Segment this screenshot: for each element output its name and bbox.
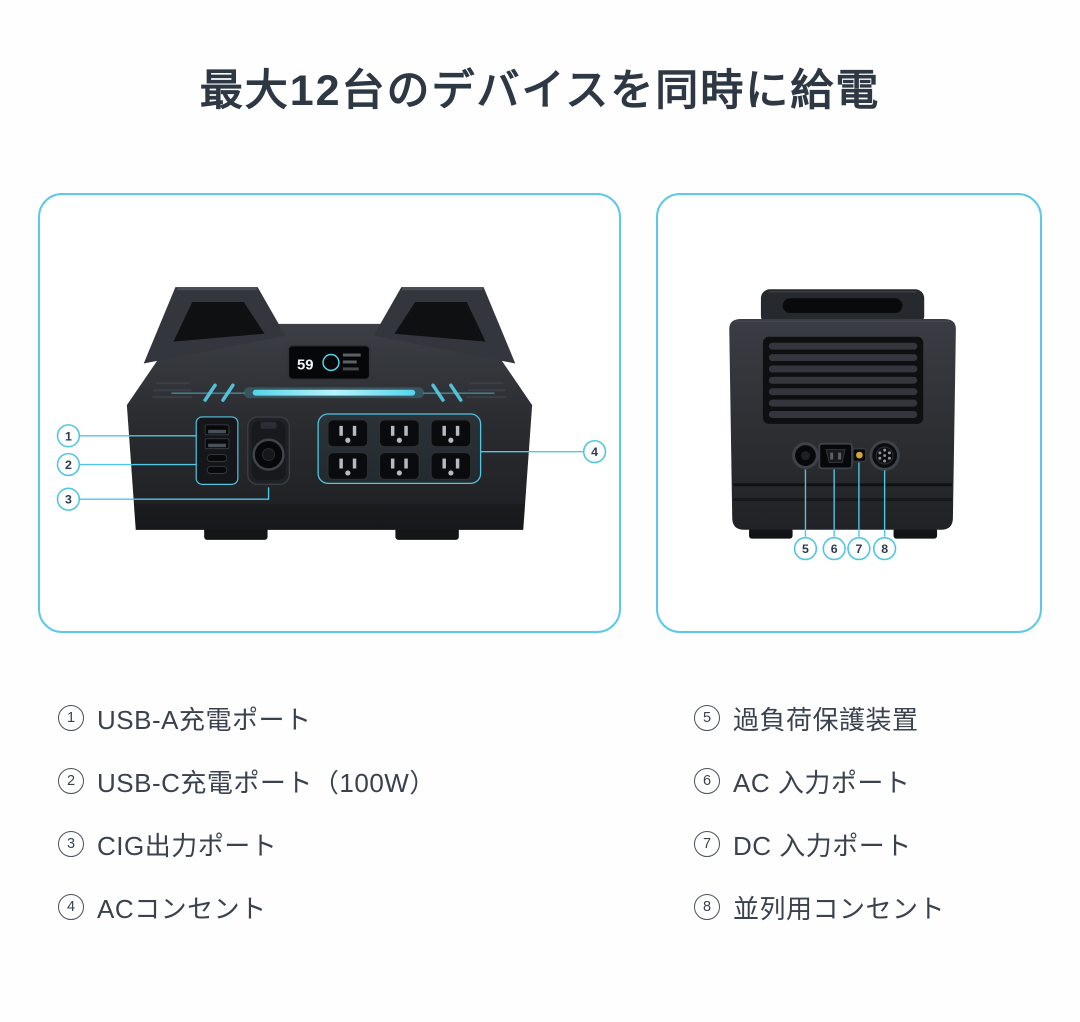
back-callout-lines [804,462,886,537]
ac-outlet [379,452,420,480]
back-handle [760,289,925,325]
front-callout-lines [79,435,584,500]
legend-number-1: 1 [58,705,84,731]
legend-label-parallel: 並列用コンセント [733,893,946,924]
legend-number-6: 6 [694,768,720,794]
cig-output-port [247,416,291,486]
legend-label-cig: CIG出力ポート [97,830,278,861]
callout-circle-2 [56,452,81,477]
callout-circle-4 [582,439,607,464]
front-view-panel: 59 [38,193,621,633]
callout-circle-3 [56,487,81,511]
legend-item-usb-c: 2 USB-C充電ポート（100W） [58,764,436,798]
front-handle-right [373,287,516,364]
legend-label-usb-a: USB-A充電ポート [97,704,312,735]
legend-item-ac-input: 6 AC 入力ポート [694,764,945,798]
callout-number-4: 4 [591,445,598,459]
ac-outlet [430,419,472,448]
callout-number-5: 5 [802,542,809,556]
back-device-illustration: 5 6 7 8 [729,289,956,561]
back-callouts: 5 6 7 8 [793,536,897,561]
front-vent-lines [152,382,507,399]
charge-circle-icon [322,353,340,372]
legend-label-usb-c: USB-C充電ポート（100W） [97,767,436,798]
legend-label-dc-input: DC 入力ポート [733,830,912,861]
back-foot-left [749,527,793,539]
legend-right-column: 5 過負荷保護装置 6 AC 入力ポート 7 DC 入力ポート 8 並列用コンセ… [694,701,945,953]
legend-item-ac-outlet: 4 ACコンセント [58,890,436,924]
front-device-illustration: 59 [56,287,607,540]
device-display: 59 [287,344,371,381]
legend-item-dc-input: 7 DC 入力ポート [694,827,945,861]
ac-outlet [327,452,369,480]
legend-number-7: 7 [694,831,720,857]
callout-circle-8 [872,536,897,561]
ac-outlet [379,419,420,448]
callout-number-2: 2 [65,458,72,472]
legend-number-3: 3 [58,831,84,857]
legend-label-ac-input: AC 入力ポート [733,767,911,798]
legend-label-overload: 過負荷保護装置 [733,704,919,735]
callout-circle-1 [56,424,81,448]
callout-number-7: 7 [855,542,862,556]
legend-left-column: 1 USB-A充電ポート 2 USB-C充電ポート（100W） 3 CIG出力ポ… [58,701,436,953]
callout-number-8: 8 [881,542,888,556]
back-foot-right [893,527,938,539]
page-title: 最大12台のデバイスを同時に給電 [199,67,881,115]
callout-circle-7 [847,536,871,561]
light-bar [171,383,495,402]
usb-a-ports [204,424,230,450]
front-handle-left [143,287,286,364]
legend-number-4: 4 [58,894,84,920]
callout-number-6: 6 [831,542,838,556]
usb-c-ports [206,454,228,474]
front-callouts: 1 2 3 4 [56,424,607,511]
legend-item-usb-a: 1 USB-A充電ポート [58,701,436,735]
ac-outlet [430,452,472,480]
legend-label-ac-outlet: ACコンセント [97,893,267,924]
legend-item-parallel: 8 並列用コンセント [694,890,945,924]
legend-item-overload: 5 過負荷保護装置 [694,701,945,735]
ventilation-grille [762,336,924,424]
callout-number-3: 3 [65,493,72,507]
front-body-shade [133,504,526,530]
dc-input-port [852,447,867,463]
ac-outlet [327,419,369,448]
legend-number-8: 8 [694,894,720,920]
callout-number-1: 1 [65,429,72,443]
breaker-button [792,442,819,469]
back-view-panel: 5 6 7 8 [656,193,1042,633]
legend-item-cig: 3 CIG出力ポート [58,827,436,861]
ac-outlet-group [317,413,482,484]
legend-number-2: 2 [58,768,84,794]
battery-level-readout: 59 [297,357,314,373]
legend-number-5: 5 [694,705,720,731]
parallel-connector-port [869,440,900,471]
callout-circle-6 [822,536,846,561]
back-groove-line [733,498,952,502]
ac-inlet-port [818,442,853,470]
back-groove-line [733,483,952,487]
usb-port-panel [195,416,239,485]
callout-circle-5 [793,536,818,561]
